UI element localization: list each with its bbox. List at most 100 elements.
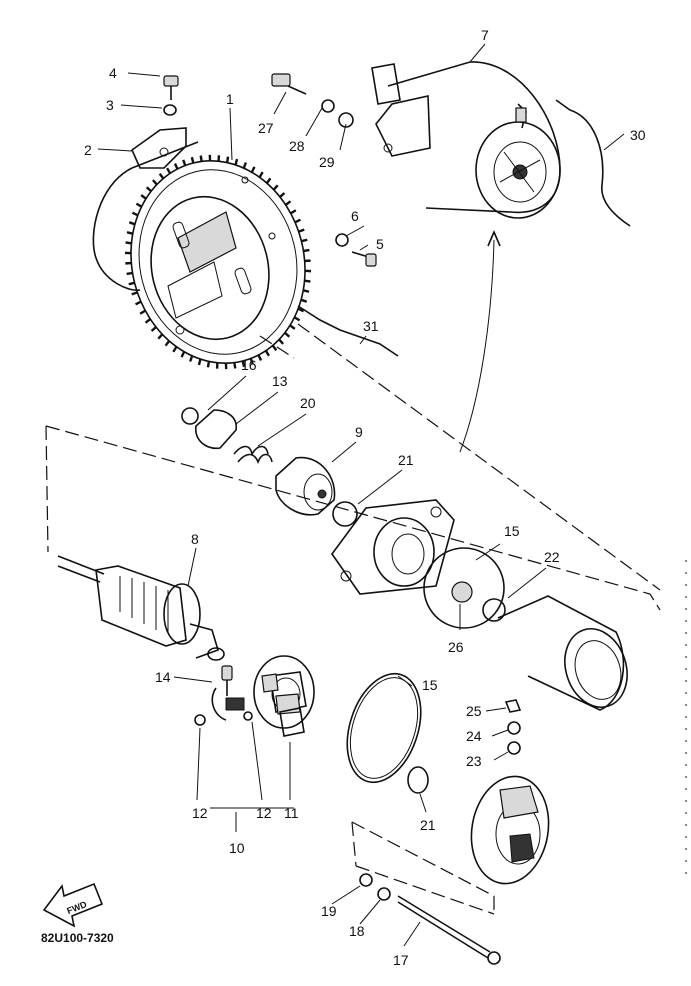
starter-clutch-assembly: [92, 75, 377, 370]
yoke: [497, 595, 628, 711]
gear-tooth: [139, 309, 146, 315]
gear-tooth: [144, 318, 152, 324]
gear-tooth: [301, 238, 308, 243]
gear-tooth: [128, 221, 136, 226]
callout-7: 7: [481, 27, 489, 43]
washer-21-upper: [332, 501, 358, 527]
gear-tooth: [257, 354, 263, 361]
gear-tooth: [199, 155, 203, 162]
callout-8: 8: [191, 531, 199, 547]
gear-tooth: [190, 156, 195, 164]
bolt-27: [271, 73, 307, 95]
brush-11: [279, 707, 305, 737]
gear-tooth: [265, 177, 272, 184]
washer-21-lower: [407, 766, 429, 794]
washer-24: [507, 721, 521, 735]
assembly-arrow: [459, 239, 495, 453]
brush-holder: [253, 655, 315, 729]
gear-tooth: [278, 338, 285, 345]
gear-tooth: [304, 279, 311, 283]
gear-tooth: [290, 209, 297, 215]
gear-tooth: [294, 218, 301, 224]
gear-tooth: [135, 300, 142, 306]
gear-tooth: [233, 362, 237, 369]
lead-wire-31: [297, 305, 399, 357]
callout-15-lower: 15: [422, 677, 438, 693]
callout-1: 1: [226, 91, 234, 107]
gear-tooth: [172, 346, 178, 353]
collar-13: [195, 409, 238, 450]
gear-tooth: [289, 324, 296, 330]
fwd-arrow-icon: FWD: [42, 882, 104, 928]
gear-tooth: [126, 231, 134, 235]
gear-tooth: [284, 200, 292, 206]
callout-29: 29: [319, 154, 335, 170]
rear-cover: [470, 775, 550, 885]
gear-tooth: [284, 331, 291, 338]
gear-tooth: [158, 172, 165, 180]
gear-tooth: [271, 344, 278, 352]
starter-motor: [371, 61, 561, 219]
brush-lead-14: [211, 665, 245, 721]
gear-tooth: [140, 194, 147, 200]
callout-26: 26: [448, 639, 464, 655]
gear-tooth: [300, 298, 308, 303]
callout-20: 20: [300, 395, 316, 411]
callout-18: 18: [349, 923, 365, 939]
gear-tooth: [157, 333, 164, 340]
callout-17: 17: [393, 952, 409, 968]
gear-tooth: [151, 179, 158, 186]
callout-6: 6: [351, 208, 359, 224]
gear-tooth: [125, 241, 132, 245]
gear-tooth: [279, 192, 286, 198]
gear-tooth: [249, 358, 254, 365]
callout-10: 10: [229, 840, 245, 856]
callout-3: 3: [106, 97, 114, 113]
callout-15-upper: 15: [504, 523, 520, 539]
callout-4: 4: [109, 65, 117, 81]
washer-22: [482, 598, 506, 622]
washer-28: [321, 99, 335, 113]
gear-tooth: [135, 202, 143, 208]
nut-12-right: [243, 711, 253, 721]
gear-tooth: [293, 316, 301, 322]
gear-tooth: [131, 211, 139, 217]
washer-19: [359, 873, 373, 887]
o-ring-15-upper: [423, 547, 505, 629]
leader-lines: [97, 43, 625, 947]
callout-21-lower: 21: [420, 817, 436, 833]
gear-tooth: [234, 158, 239, 166]
oil-seal-26: [451, 581, 473, 603]
gear-tooth: [197, 358, 202, 366]
gear-tooth: [264, 350, 270, 357]
o-ring-29: [338, 112, 354, 128]
pinion-gear-9: [275, 456, 336, 516]
gear-tooth: [150, 326, 157, 332]
nut-25: [504, 699, 522, 713]
lead-wire-30: [555, 99, 631, 227]
gear-tooth: [128, 281, 135, 286]
gear-tooth: [272, 184, 279, 191]
gear-tooth: [303, 248, 310, 253]
gear-tooth: [297, 307, 305, 313]
gear-tooth: [182, 159, 187, 166]
callout-2: 2: [84, 142, 92, 158]
nut-12-left: [194, 714, 206, 726]
gear-tooth: [206, 361, 211, 368]
callout-19: 19: [321, 903, 337, 919]
callout-13: 13: [272, 373, 288, 389]
callout-12-left: 12: [192, 805, 208, 821]
o-ring-15-lower: [346, 672, 422, 784]
gear-tooth: [302, 289, 310, 293]
assembly-outline: [45, 323, 661, 611]
diagram-code: 82U100-7320: [41, 931, 114, 945]
callout-25: 25: [466, 703, 482, 719]
callout-14: 14: [155, 669, 171, 685]
callout-9: 9: [355, 424, 363, 440]
callout-5: 5: [376, 236, 384, 252]
through-bolt-17: [397, 895, 501, 965]
callout-22: 22: [544, 549, 560, 565]
gear-tooth: [258, 171, 264, 178]
washer-23: [507, 741, 521, 755]
callout-28: 28: [289, 138, 305, 154]
